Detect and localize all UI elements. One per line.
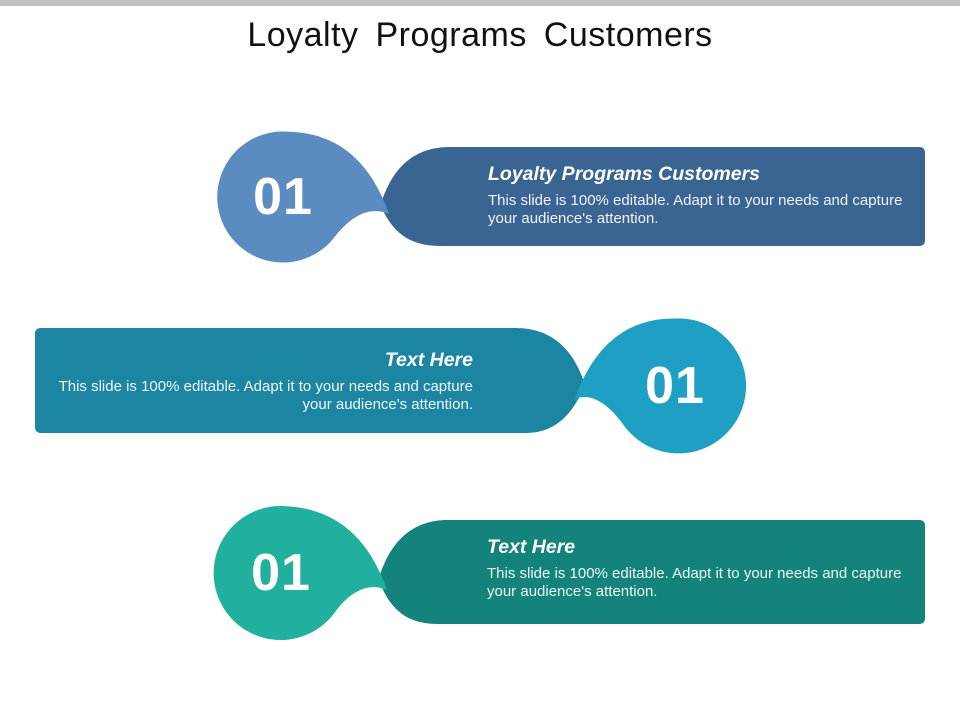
- item1-number[interactable]: 01: [253, 168, 313, 226]
- top-accent-bar: [0, 0, 960, 6]
- item1-heading[interactable]: Loyalty Programs Customers: [488, 163, 761, 185]
- item3-banner-shape[interactable]: [378, 520, 926, 624]
- item2-circle-shape[interactable]: [575, 318, 747, 454]
- item1-banner-shape[interactable]: [380, 147, 926, 246]
- slide-title[interactable]: Loyalty Programs Customers: [247, 16, 713, 54]
- item3-heading[interactable]: Text Here: [487, 536, 576, 558]
- item2-heading[interactable]: Text Here: [384, 349, 473, 371]
- item2-text-block: Text Here This slide is 100% editable. A…: [28, 348, 473, 413]
- item3-text-block: Text Here This slide is 100% editable. A…: [487, 535, 932, 600]
- item3-number[interactable]: 01: [251, 544, 311, 602]
- item1-body[interactable]: This slide is 100% editable. Adapt it to…: [488, 192, 903, 227]
- item3-body[interactable]: This slide is 100% editable. Adapt it to…: [487, 565, 902, 600]
- item2-banner-shape[interactable]: [35, 328, 585, 433]
- item2-body[interactable]: This slide is 100% editable. Adapt it to…: [58, 378, 473, 413]
- item3-circle-shape[interactable]: [213, 505, 387, 640]
- item1-circle-shape[interactable]: [217, 131, 389, 263]
- item1-text-block: Loyalty Programs Customers This slide is…: [488, 162, 933, 227]
- item2-number[interactable]: 01: [645, 357, 705, 415]
